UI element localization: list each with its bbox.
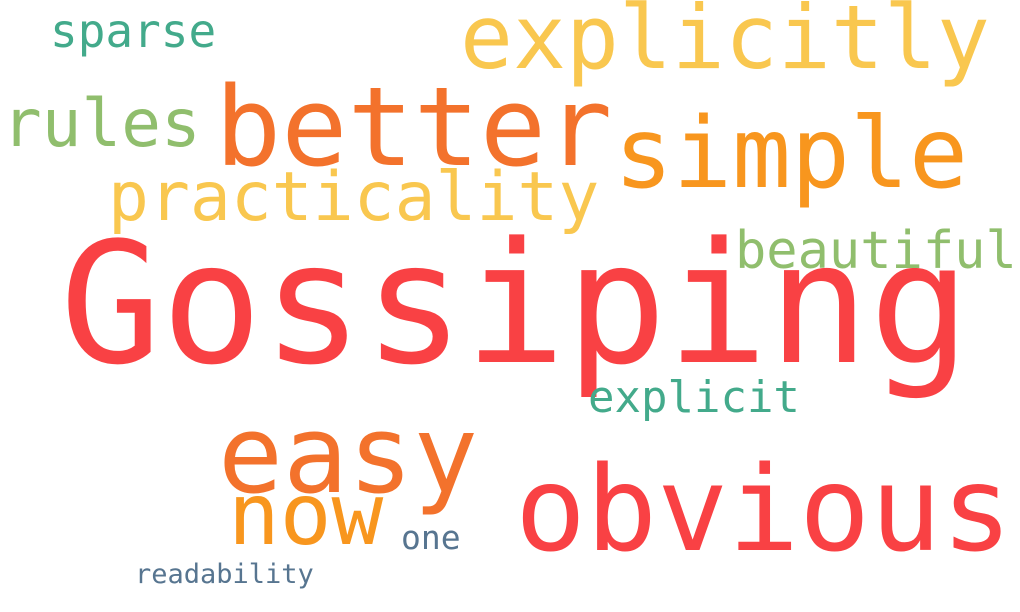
word-practicality: practicality [108,158,600,237]
word-sparse: sparse [50,4,217,58]
word-obvious: obvious [515,440,1013,578]
word-better: better [215,63,613,191]
word-easy: easy [218,393,479,518]
word-explicit: explicit [588,372,800,423]
word-one: one [401,518,461,557]
word-gossiping: Gossiping [60,206,971,402]
word-beautiful: beautiful [735,221,1017,281]
word-readability: readability [135,559,314,590]
word-explicitly: explicitly [460,0,990,89]
word-now: now [228,465,384,565]
word-simple: simple [614,97,969,211]
word-rules: rules [2,85,201,162]
